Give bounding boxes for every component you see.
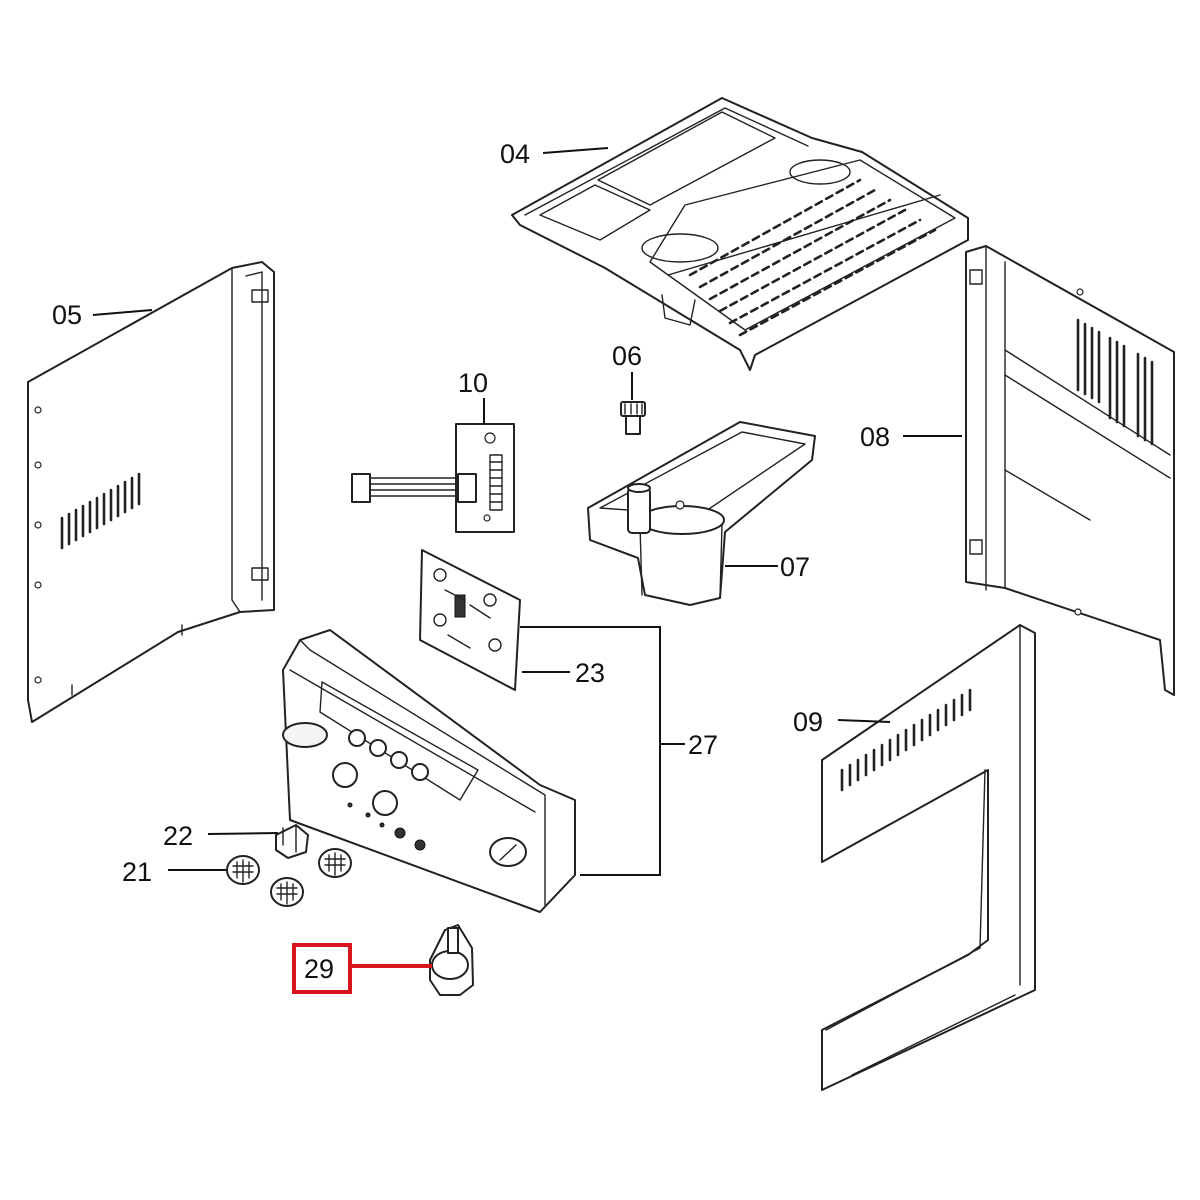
callout-21: 21 [122, 857, 152, 887]
callout-10: 10 [458, 368, 488, 398]
drip-tray-slots [688, 178, 937, 337]
part-23-control-board[interactable] [419, 549, 521, 691]
callout-08: 08 [860, 422, 890, 452]
front-panel-vent-slots [840, 688, 972, 792]
callout-23: 23 [575, 658, 605, 688]
part-07-water-tank[interactable] [587, 421, 816, 606]
callout-06: 06 [612, 341, 642, 371]
ribbon-cable [351, 473, 477, 503]
leader-lines [92, 147, 962, 968]
callout-07: 07 [780, 552, 810, 582]
part-22-switch[interactable] [275, 824, 309, 859]
right-panel-vent-slots [1076, 318, 1154, 446]
part-10-circuit-board[interactable] [351, 423, 515, 533]
part-04-drip-tray[interactable] [511, 97, 969, 371]
callout-05: 05 [52, 300, 82, 330]
callout-29: 29 [304, 954, 334, 984]
highlighted-callout-box[interactable]: 29 [292, 943, 352, 994]
part-06-knob[interactable] [620, 401, 646, 435]
callout-04: 04 [500, 139, 530, 169]
part-29-selector-knob[interactable] [429, 924, 474, 996]
control-panel-buttons [332, 729, 429, 851]
part-08-right-side-panel[interactable] [965, 245, 1175, 696]
part-27-control-panel[interactable] [282, 629, 576, 913]
callout-09: 09 [793, 707, 823, 737]
highlight-frame [292, 943, 352, 994]
part-09-front-panel[interactable] [821, 624, 1036, 1091]
part-21-knobs[interactable] [226, 848, 352, 907]
callout-labels: 04 05 06 07 08 09 10 21 22 23 27 [52, 139, 890, 887]
left-panel-vent-slots [60, 472, 141, 550]
callout-27: 27 [688, 730, 718, 760]
callout-22: 22 [163, 821, 193, 851]
part-05-left-side-panel[interactable] [27, 261, 275, 723]
